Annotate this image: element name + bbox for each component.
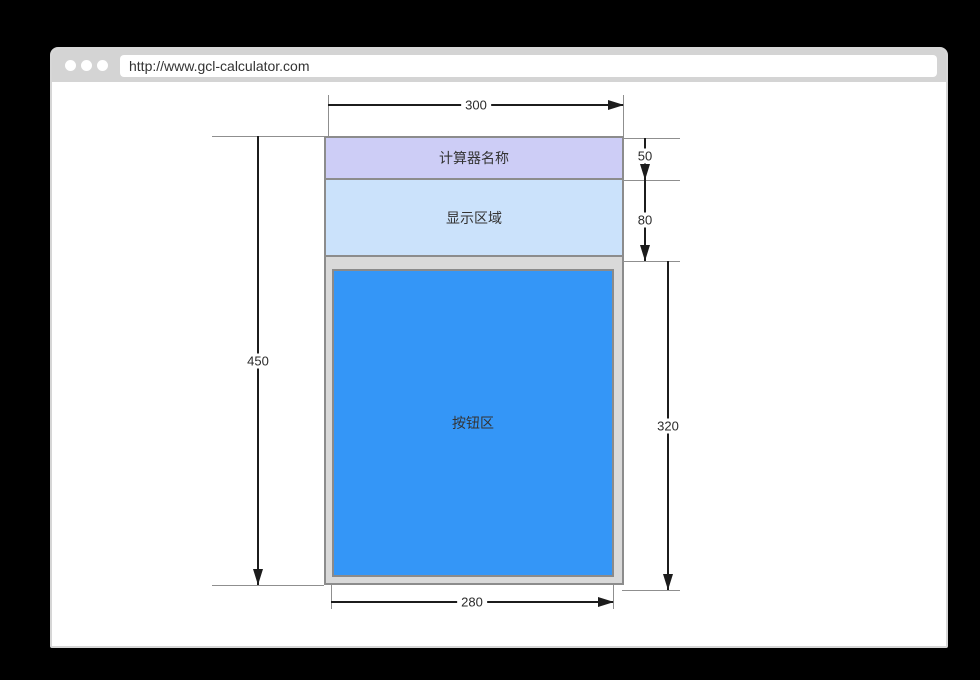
arrow-down-icon [253, 569, 263, 585]
address-bar[interactable]: http://www.gcl-calculator.com [120, 54, 937, 77]
dim-title-label: 50 [633, 148, 657, 164]
dim-buttons-width-ext-left [331, 585, 332, 609]
calculator-button-area: 按钮区 [332, 269, 614, 577]
dim-height-ext-bottom [212, 585, 324, 586]
calculator-button-frame: 按钮区 [326, 257, 622, 583]
calculator-title-bar: 计算器名称 [326, 138, 622, 180]
arrow-right-icon [608, 100, 624, 110]
window-control-dot[interactable] [81, 60, 92, 71]
window-control-dot[interactable] [65, 60, 76, 71]
dim-buttons-height-label: 320 [653, 418, 683, 434]
calculator-display-area: 显示区域 [326, 180, 622, 257]
dim-right-ext-4 [622, 590, 680, 591]
arrow-down-icon [640, 245, 650, 261]
dim-buttons-width-label: 280 [457, 594, 487, 610]
dim-display-label: 80 [633, 212, 657, 228]
arrow-right-icon [598, 597, 614, 607]
dim-right-ext-2 [622, 180, 680, 181]
browser-toolbar: http://www.gcl-calculator.com [52, 49, 946, 82]
arrow-down-icon [640, 164, 650, 180]
calculator-wireframe: 计算器名称 显示区域 按钮区 [324, 136, 624, 585]
dim-height-ext-top [212, 136, 324, 137]
dim-height-label: 450 [243, 353, 273, 369]
dim-right-ext-3 [622, 261, 680, 262]
url-text: http://www.gcl-calculator.com [129, 57, 310, 74]
browser-window: http://www.gcl-calculator.com 计算器名称 显示区域… [50, 47, 948, 648]
display-area-label: 显示区域 [446, 209, 502, 226]
wireframe-stage: 计算器名称 显示区域 按钮区 300 4 [52, 82, 946, 646]
dim-width-label: 300 [461, 97, 491, 113]
dim-width-ext-right [623, 95, 624, 136]
page-content: 计算器名称 显示区域 按钮区 300 4 [52, 82, 946, 646]
dim-right-ext-1 [622, 138, 680, 139]
window-controls [65, 60, 108, 71]
button-area-label: 按钮区 [452, 415, 494, 431]
dim-width-ext-left [328, 95, 329, 136]
window-control-dot[interactable] [97, 60, 108, 71]
title-bar-label: 计算器名称 [439, 150, 509, 166]
arrow-down-icon [663, 574, 673, 590]
